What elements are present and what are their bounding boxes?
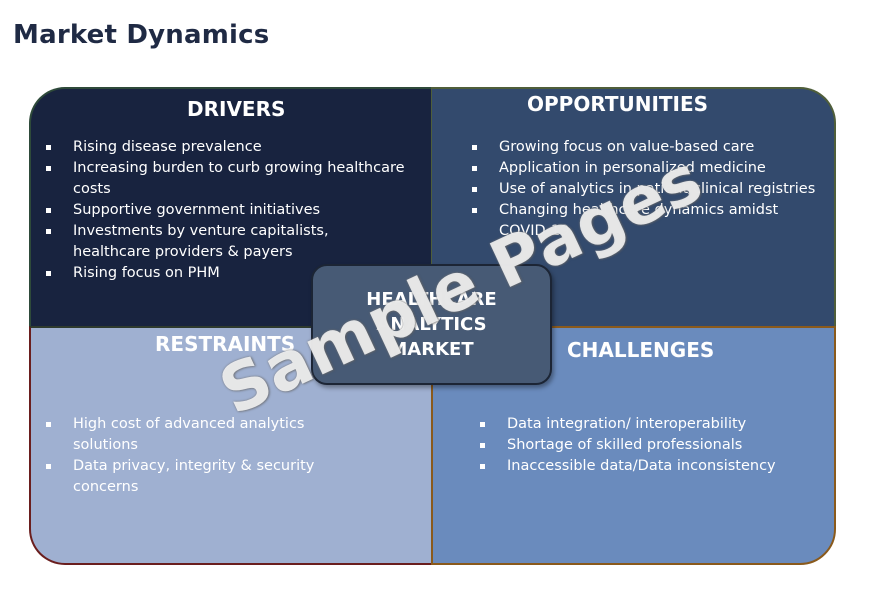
list-item: Shortage of skilled professionals (480, 435, 820, 456)
list-item: Application in personalized medicine (472, 158, 822, 179)
drivers-heading: DRIVERS (187, 97, 286, 121)
list-item: Rising disease prevalence (46, 137, 406, 158)
list-item: Increasing burden to curb growing health… (46, 158, 406, 200)
challenges-heading: CHALLENGES (567, 338, 715, 362)
list-item: High cost of advanced analytics solution… (46, 414, 346, 456)
center-label: HEALTHCARE ANALYTICS MARKET (366, 289, 497, 360)
drivers-quadrant: DRIVERS Rising disease prevalence Increa… (29, 87, 431, 326)
restraints-list: High cost of advanced analytics solution… (46, 414, 346, 498)
list-item: Investments by venture capitalists, heal… (46, 221, 406, 263)
list-item: Growing focus on value-based care (472, 137, 822, 158)
list-item: Supportive government initiatives (46, 200, 406, 221)
page-title: Market Dynamics (13, 20, 270, 50)
list-item: Rising focus on PHM (46, 263, 406, 284)
opportunities-heading: OPPORTUNITIES (527, 92, 709, 116)
center-market-box: HEALTHCARE ANALYTICS MARKET (311, 264, 552, 385)
list-item: Changing healthcare dynamics amidst COVI… (472, 200, 822, 242)
challenges-list: Data integration/ interoperability Short… (480, 414, 820, 477)
list-item: Data privacy, integrity & security conce… (46, 456, 346, 498)
list-item: Inaccessible data/Data inconsistency (480, 456, 820, 477)
drivers-list: Rising disease prevalence Increasing bur… (46, 137, 406, 284)
opportunities-list: Growing focus on value-based care Applic… (472, 137, 822, 242)
opportunities-quadrant: OPPORTUNITIES Growing focus on value-bas… (431, 87, 836, 326)
list-item: Data integration/ interoperability (480, 414, 820, 435)
restraints-heading: RESTRAINTS (155, 332, 296, 356)
list-item: Use of analytics in patient/clinical reg… (472, 179, 822, 200)
